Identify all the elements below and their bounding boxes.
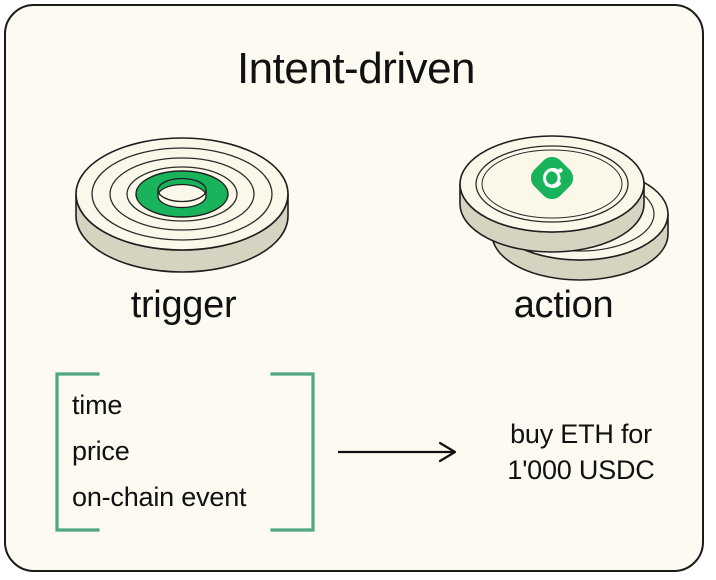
trigger-condition-item: on-chain event — [72, 482, 247, 512]
flow-arrow — [336, 438, 466, 466]
intent-driven-card: Intent-driven — [4, 4, 704, 572]
action-text-line: buy ETH for — [510, 419, 652, 449]
trigger-conditions-group: time price on-chain event — [54, 372, 316, 532]
trigger-icon — [72, 124, 292, 284]
trigger-label: trigger — [130, 284, 237, 326]
trigger-condition-item: price — [72, 436, 130, 466]
swirl-diamond-logo-icon — [531, 157, 573, 199]
stacked-coins-logo-icon — [459, 135, 669, 281]
target-rings-coin-icon — [75, 137, 289, 273]
green-brackets — [55, 372, 315, 532]
action-icon — [456, 122, 671, 287]
trigger-condition-item: time — [72, 390, 123, 420]
action-description: buy ETH for 1'000 USDC — [466, 416, 696, 488]
action-label: action — [513, 284, 614, 326]
action-text-line: 1'000 USDC — [507, 455, 655, 485]
right-arrow-icon — [338, 441, 457, 463]
page-title: Intent-driven — [236, 44, 476, 93]
